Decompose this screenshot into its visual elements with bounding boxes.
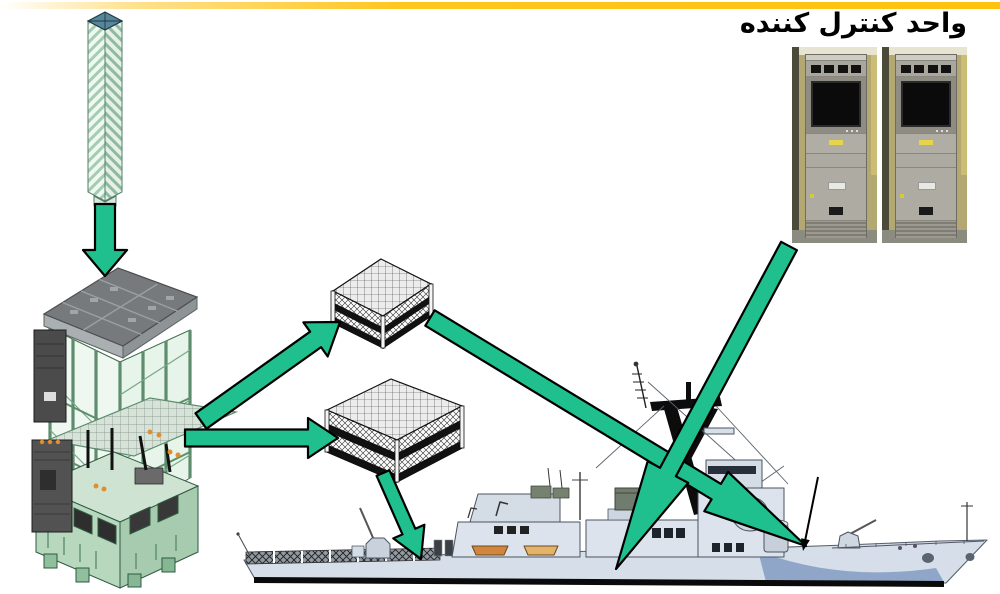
bow-fittings — [831, 502, 985, 563]
name-plate — [828, 182, 846, 190]
cabinet-screen — [811, 81, 861, 127]
warning-label — [829, 140, 843, 145]
rack-drawer — [806, 154, 866, 168]
photo-background — [871, 55, 877, 175]
photo-background — [792, 47, 877, 55]
aft-gun — [351, 507, 391, 559]
arrow-canister-to-launcher — [81, 202, 129, 278]
arrow-small-module-to-ship-fwd — [424, 309, 808, 548]
indicator-leds — [846, 130, 858, 132]
page-title: واحد کنترل کننده — [739, 8, 967, 39]
photo-background — [792, 47, 799, 243]
name-plate — [918, 182, 936, 190]
bottom-vent-grille — [896, 221, 956, 238]
launcher-side-cabinets — [31, 329, 164, 533]
launcher-structure — [31, 267, 239, 589]
rack-monitor — [806, 77, 866, 134]
rack-drawer — [806, 134, 866, 154]
warning-label — [919, 140, 933, 145]
rack-control-panel — [806, 61, 866, 77]
waterline-keel — [254, 577, 944, 587]
launcher-cables — [39, 428, 181, 492]
arrow-launcher-to-large-module — [183, 416, 340, 460]
rack-drawer — [896, 134, 956, 154]
rack-top-cap — [896, 55, 956, 61]
rack-control-panel — [896, 61, 956, 77]
photo-background — [882, 47, 889, 243]
door-vent — [919, 207, 933, 215]
connection-arrows — [81, 202, 819, 571]
arrow-control-unit-to-ship — [614, 240, 799, 571]
arrow-large-module-to-ship-aft — [375, 469, 426, 561]
launcher-base — [34, 451, 200, 589]
aft-superstructure — [451, 467, 581, 558]
launcher-hatch-lid — [42, 267, 199, 359]
gold-divider-bar — [0, 2, 1000, 9]
anchor — [922, 553, 934, 563]
ship-boats — [471, 545, 559, 556]
small-launch-module — [330, 258, 434, 350]
arrow-launcher-to-small-module — [194, 320, 342, 430]
control-rack-cabinet — [805, 54, 867, 238]
warship — [236, 361, 988, 587]
rack-door — [806, 168, 866, 221]
warning-label — [900, 194, 904, 198]
indicator-leds — [936, 130, 948, 132]
launcher-platform — [45, 397, 239, 457]
photo-background — [882, 47, 967, 55]
door-vent — [829, 207, 843, 215]
anchor — [965, 553, 975, 561]
bow-boot-band — [758, 551, 944, 582]
stern-flagstaff — [236, 532, 251, 557]
rack-top-cap — [806, 55, 866, 61]
pointer-forward-vls-head — [801, 538, 810, 551]
rack-drawer — [896, 154, 956, 168]
control-unit-photo-left — [792, 47, 877, 243]
rack-door — [896, 168, 956, 221]
control-rack-cabinet — [895, 54, 957, 238]
cabinet-screen — [901, 81, 951, 127]
rack-monitor — [896, 77, 956, 134]
large-launch-module — [324, 378, 465, 483]
bottom-vent-grille — [806, 221, 866, 238]
missile-canister — [86, 11, 124, 213]
pointer-forward-vls — [803, 476, 819, 546]
forward-gun — [837, 519, 877, 549]
warning-label — [810, 194, 814, 198]
photo-background — [961, 55, 967, 175]
control-unit-photo-right — [882, 47, 967, 243]
